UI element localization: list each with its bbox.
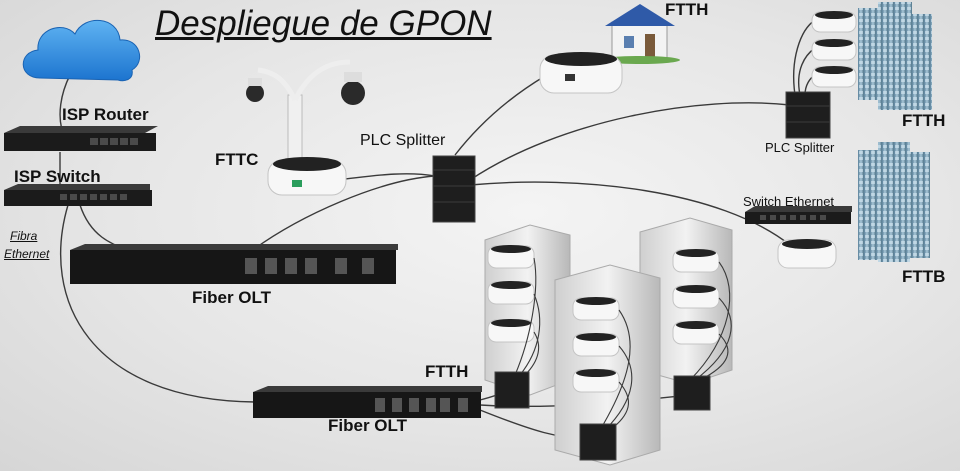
house-icon — [600, 4, 680, 64]
buildings-fttb-icon — [858, 142, 930, 262]
cable-olt-splitter — [249, 175, 436, 253]
dc-ont-8-icon — [672, 285, 720, 309]
label-plc-splitter-center: PLC Splitter — [360, 132, 446, 149]
dc-ont-6-icon — [572, 369, 620, 393]
label-isp-router: ISP Router — [62, 105, 149, 124]
security-camera-icon — [246, 59, 365, 176]
label-ethernet: Ethernet — [4, 247, 50, 261]
label-fttc: FTTC — [215, 150, 259, 169]
page-title: Despliegue de GPON — [155, 4, 492, 43]
label-fiber-olt-top: Fiber OLT — [192, 288, 272, 307]
switch-ethernet-icon — [745, 206, 852, 224]
dc-splitter-2-icon — [579, 423, 617, 461]
cable-splitter-house — [454, 75, 546, 156]
label-ftth-buildings: FTTH — [902, 111, 946, 130]
buildings-ftth-icon — [858, 2, 932, 110]
dc-splitter-1-icon — [494, 371, 530, 409]
cable-splitter-switch — [469, 181, 791, 246]
label-ftth-datacenter: FTTH — [425, 362, 469, 381]
dc-ont-2-icon — [487, 281, 535, 305]
label-ftth-house: FTTH — [665, 0, 709, 19]
label-fttb: FTTB — [902, 267, 946, 286]
isp-router-icon — [4, 126, 158, 151]
plc-splitter-right-icon — [785, 91, 831, 139]
label-switch-ethernet: Switch Ethernet — [743, 194, 835, 209]
cable-splitter-rightsplitter — [469, 102, 791, 181]
label-fiber-olt-bottom: Fiber OLT — [328, 416, 408, 435]
dc-splitter-3-icon — [673, 375, 711, 411]
cloud-icon — [22, 19, 141, 82]
datacenter-ont-icons — [487, 245, 720, 393]
ont-house-icon — [539, 52, 623, 94]
cable-switch-olt-bottom — [60, 204, 256, 403]
ont-building-1-icon — [811, 11, 857, 33]
ont-fttb-icon — [777, 239, 837, 269]
isp-switch-icon — [4, 184, 152, 206]
cable-rsplit-ont1 — [793, 19, 816, 96]
dc-ont-4-icon — [572, 297, 620, 321]
fiber-olt-top-icon — [70, 244, 398, 284]
dc-ont-5-icon — [572, 333, 620, 357]
plc-splitter-center-icon — [432, 155, 476, 223]
label-fibra: Fibra — [10, 229, 38, 243]
dc-ont-9-icon — [672, 321, 720, 345]
dc-ont-7-icon — [672, 249, 720, 273]
dc-ont-1-icon — [487, 245, 535, 269]
ont-fttc-icon — [267, 157, 347, 196]
ont-building-2-icon — [811, 39, 857, 61]
label-plc-splitter-right: PLC Splitter — [765, 140, 835, 155]
label-isp-switch: ISP Switch — [14, 167, 101, 186]
fiber-olt-bottom-icon — [253, 386, 482, 418]
dc-ont-3-icon — [487, 319, 535, 343]
cable-splitter-fttc — [334, 173, 436, 181]
ont-building-3-icon — [811, 66, 857, 88]
